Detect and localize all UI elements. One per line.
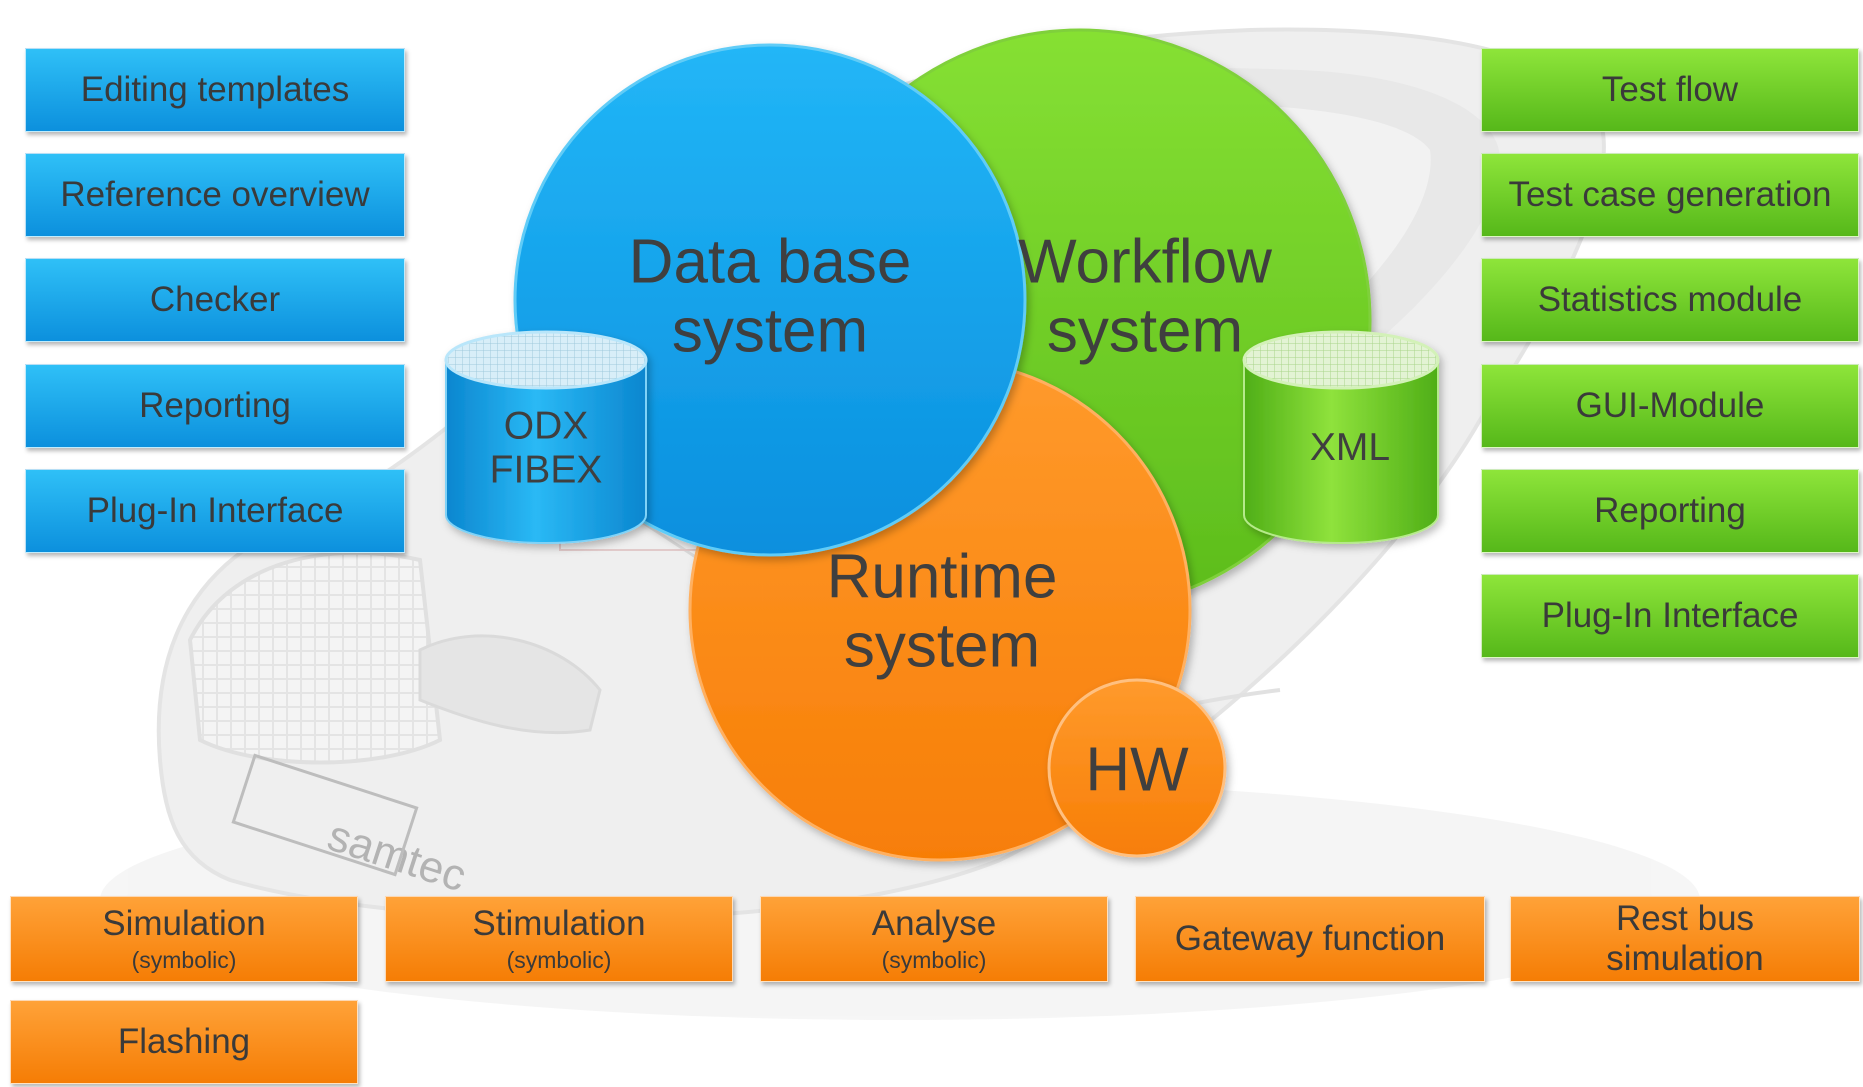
database-cylinder — [444, 330, 648, 544]
workflow-label-line2: system — [1046, 297, 1244, 366]
database-cylinder-label: ODX FIBEX — [490, 404, 603, 491]
right-module-box: Test case generation — [1481, 153, 1859, 237]
left-module-label: Checker — [149, 279, 281, 319]
right-module-label: Reporting — [1594, 490, 1746, 530]
bottom-module-label: Simulation — [102, 904, 266, 944]
bottom-module-label: Analyse — [871, 904, 997, 944]
left-module-box: Checker — [25, 258, 405, 342]
right-module-label: GUI-Module — [1575, 385, 1765, 425]
bottom-module-label: Stimulation — [472, 904, 646, 944]
workflow-cylinder — [1242, 330, 1440, 544]
bottom-module-label: Rest bus simulation — [1606, 898, 1764, 978]
odx-label: ODX — [503, 404, 589, 448]
xml-label: XML — [1309, 426, 1391, 470]
fibex-label: FIBEX — [489, 448, 603, 491]
left-module-box: Reference overview — [25, 153, 405, 237]
left-module-label: Reference overview — [60, 174, 370, 214]
database-system-label: Data base system — [629, 228, 912, 367]
left-module-label: Plug-In Interface — [86, 490, 344, 530]
left-module-label: Editing templates — [80, 69, 350, 109]
bottom-module-sublabel: (symbolic) — [131, 947, 237, 974]
bottom-module-label: Gateway function — [1174, 918, 1446, 958]
right-module-box: Plug-In Interface — [1481, 574, 1859, 658]
right-module-label: Statistics module — [1537, 279, 1803, 319]
left-module-box: Reporting — [25, 364, 405, 448]
car-badge-plate — [231, 753, 419, 877]
workflow-system-label: Workflow system — [1018, 228, 1272, 367]
left-module-box: Editing templates — [25, 48, 405, 132]
workflow-label-line1: Workflow — [1018, 227, 1272, 297]
left-module-label: Reporting — [139, 385, 291, 425]
bottom-module-box: Analyse (symbolic) — [760, 896, 1108, 982]
right-module-label: Test flow — [1601, 69, 1739, 109]
hw-label: HW — [1085, 735, 1189, 805]
right-module-label: Test case generation — [1508, 174, 1832, 214]
runtime-label-line1: Runtime — [826, 542, 1058, 612]
bottom-module-box: Rest bus simulation — [1510, 896, 1860, 982]
runtime-label-line2: system — [843, 612, 1041, 681]
hw-bubble — [1047, 678, 1227, 858]
right-module-box: Reporting — [1481, 469, 1859, 553]
right-module-box: Test flow — [1481, 48, 1859, 132]
left-module-box: Plug-In Interface — [25, 469, 405, 553]
bottom-module-box: Stimulation (symbolic) — [385, 896, 733, 982]
database-label-line1: Data base — [628, 227, 912, 297]
database-label-line2: system — [671, 297, 869, 366]
bottom-module-box: Gateway function — [1135, 896, 1485, 982]
right-module-box: GUI-Module — [1481, 364, 1859, 448]
bottom-module-sublabel: (symbolic) — [506, 947, 612, 974]
bottom-module-label: Flashing — [117, 1021, 251, 1061]
runtime-system-label: Runtime system — [827, 543, 1058, 682]
right-module-label: Plug-In Interface — [1541, 595, 1799, 635]
bottom-module-box: Flashing — [10, 1000, 358, 1084]
bottom-module-box: Simulation (symbolic) — [10, 896, 358, 982]
right-module-box: Statistics module — [1481, 258, 1859, 342]
bottom-module-sublabel: (symbolic) — [881, 947, 987, 974]
